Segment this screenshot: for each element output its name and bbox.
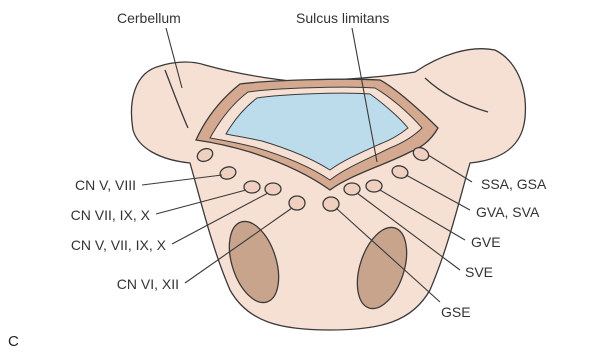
label-gva-sva: GVA, SVA xyxy=(476,204,540,220)
label-gse: GSE xyxy=(441,304,471,320)
label-sulcus-limitans: Sulcus limitans xyxy=(296,10,389,26)
label-cn-v-viii: CN V, VIII xyxy=(75,177,136,193)
label-gve: GVE xyxy=(471,234,501,250)
panel-letter: C xyxy=(8,333,19,350)
nucleus-left-3 xyxy=(244,181,260,193)
label-cn-vii-ix-x: CN VII, IX, X xyxy=(71,207,151,223)
nucleus-right-3 xyxy=(366,180,382,192)
label-sve: SVE xyxy=(465,264,493,280)
label-cerebellum: Cerbellum xyxy=(117,10,181,26)
label-cn-v-vii-ix-x: CN V, VII, IX, X xyxy=(71,237,167,253)
label-ssa-gsa: SSA, GSA xyxy=(481,176,547,192)
label-cn-vi-xii: CN VI, XII xyxy=(117,276,179,292)
